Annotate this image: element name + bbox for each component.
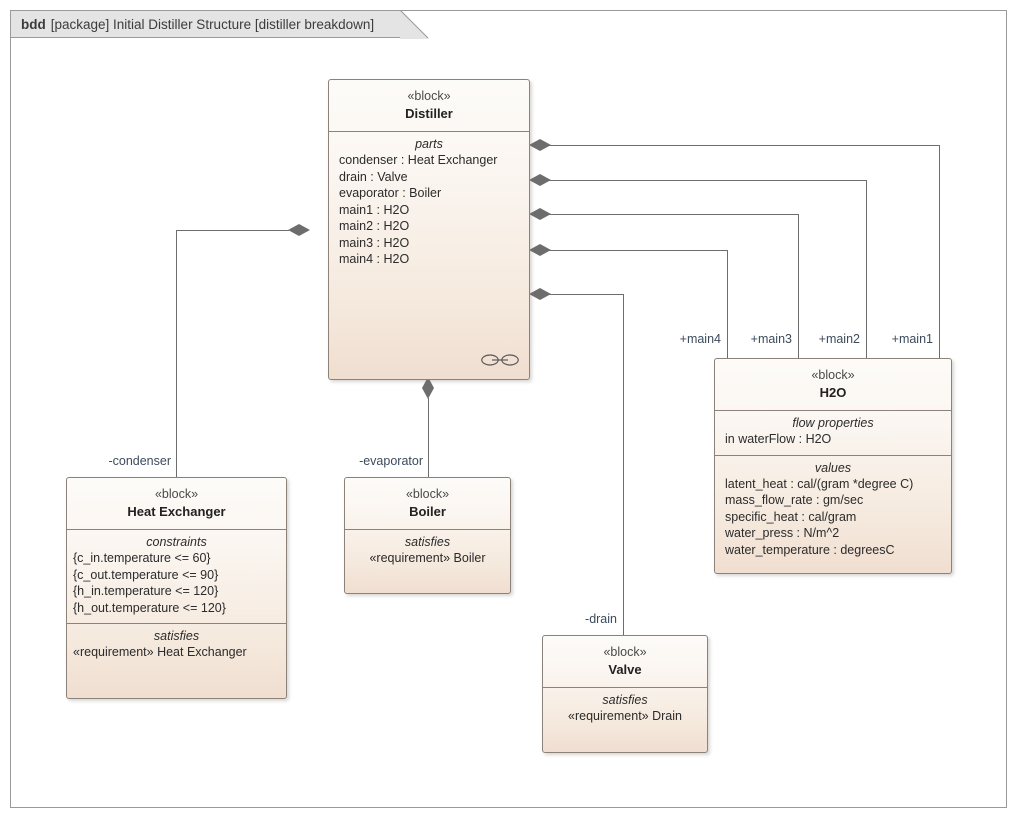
block-distiller[interactable]: «block» Distiller parts condenser : Heat… — [328, 79, 530, 380]
compartment-title: satisfies — [404, 535, 451, 550]
block-boiler-stereotype: «block» — [405, 487, 450, 501]
connector-main3-vertical — [798, 214, 799, 358]
flow-property-waterflow: in waterFlow : H2O — [725, 432, 832, 447]
part-evaporator: evaporator : Boiler — [339, 186, 442, 201]
compartment-title: flow properties — [792, 416, 874, 431]
block-boiler-name: Boiler — [409, 503, 446, 519]
value-latent-heat: latent_heat : cal/(gram *degree C) — [725, 476, 914, 491]
composition-diamond-main4 — [529, 244, 551, 256]
block-heat-exchanger-name: Heat Exchanger — [127, 503, 226, 519]
block-valve[interactable]: «block» Valve satisfies «requirement» Dr… — [542, 635, 708, 753]
interface-ball-and-socket-icon — [481, 354, 519, 366]
part-main3: main3 : H2O — [339, 235, 410, 250]
composition-diamond-main3 — [529, 208, 551, 220]
block-h2o-flow-properties-compartment: flow properties in waterFlow : H2O — [715, 411, 951, 456]
composition-diamond-drain — [529, 288, 551, 300]
block-valve-header: «block» Valve — [543, 636, 707, 689]
edge-label-main4: +main4 — [679, 332, 721, 346]
part-main2: main2 : H2O — [339, 219, 410, 234]
satisfies-requirement-drain: «requirement» Drain — [568, 709, 682, 724]
block-distiller-header: «block» Distiller — [329, 80, 529, 133]
block-heat-exchanger-header: «block» Heat Exchanger — [67, 478, 286, 531]
connector-condenser-horizontal — [176, 230, 289, 231]
compartment-title: satisfies — [602, 693, 648, 708]
value-mass-flow-rate: mass_flow_rate : gm/sec — [725, 493, 864, 508]
connector-main4-vertical — [727, 250, 728, 358]
constraint-c-out-temperature: {c_out.temperature <= 90} — [73, 567, 219, 582]
block-h2o[interactable]: «block» H2O flow properties in waterFlow… — [714, 358, 952, 574]
block-heat-exchanger[interactable]: «block» Heat Exchanger constraints {c_in… — [66, 477, 287, 699]
block-valve-satisfies-compartment: satisfies «requirement» Drain — [543, 688, 707, 732]
connector-drain-horizontal — [549, 294, 624, 295]
connector-main2-horizontal — [549, 180, 867, 181]
connector-main4-horizontal — [549, 250, 728, 251]
compartment-title: values — [814, 460, 852, 475]
block-h2o-values-compartment: values latent_heat : cal/(gram *degree C… — [715, 456, 951, 566]
edge-label-main2: +main2 — [818, 332, 860, 346]
edge-label-main1: +main1 — [891, 332, 933, 346]
edge-label-drain: -drain — [585, 612, 617, 626]
block-h2o-stereotype: «block» — [811, 368, 855, 382]
connector-main3-horizontal — [549, 214, 799, 215]
compartment-title: satisfies — [153, 629, 200, 644]
block-boiler-satisfies-compartment: satisfies «requirement» Boiler — [345, 530, 510, 574]
block-heat-exchanger-satisfies-compartment: satisfies «requirement» Heat Exchanger — [67, 624, 286, 668]
block-boiler-header: «block» Boiler — [345, 478, 510, 531]
compartment-title: parts — [415, 137, 443, 152]
compartment-title: constraints — [146, 535, 207, 550]
composition-diamond-main1 — [529, 139, 551, 151]
satisfies-requirement-heat-exchanger: «requirement» Heat Exchanger — [73, 645, 247, 660]
composition-diamond-evaporator — [422, 377, 434, 399]
edge-label-evaporator: -evaporator — [359, 454, 423, 468]
part-condenser: condenser : Heat Exchanger — [339, 153, 498, 168]
constraint-h-out-temperature: {h_out.temperature <= 120} — [73, 600, 226, 615]
value-water-press: water_press : N/m^2 — [725, 526, 840, 541]
value-specific-heat: specific_heat : cal/gram — [725, 509, 857, 524]
connector-main2-vertical — [866, 180, 867, 358]
block-h2o-name: H2O — [819, 384, 847, 400]
value-water-temperature: water_temperature : degreesC — [725, 542, 895, 557]
edge-label-main3: +main3 — [750, 332, 792, 346]
composition-diamond-condenser — [288, 224, 310, 236]
part-main1: main1 : H2O — [339, 202, 410, 217]
block-valve-name: Valve — [608, 661, 642, 677]
block-distiller-stereotype: «block» — [407, 89, 451, 103]
diagram-kind-label: bdd — [21, 16, 46, 32]
constraint-h-in-temperature: {h_in.temperature <= 120} — [73, 584, 219, 599]
block-distiller-parts-compartment: parts condenser : Heat Exchanger drain :… — [329, 132, 529, 275]
satisfies-requirement-boiler: «requirement» Boiler — [369, 551, 486, 566]
part-drain: drain : Valve — [339, 169, 408, 184]
edge-label-condenser: -condenser — [108, 454, 171, 468]
part-main4: main4 : H2O — [339, 252, 410, 267]
block-h2o-header: «block» H2O — [715, 359, 951, 412]
block-boiler[interactable]: «block» Boiler satisfies «requirement» B… — [344, 477, 511, 594]
block-heat-exchanger-stereotype: «block» — [154, 487, 199, 501]
connector-evaporator-vertical — [428, 398, 429, 477]
constraint-c-in-temperature: {c_in.temperature <= 60} — [73, 551, 211, 566]
diagram-frame-header: bdd [package] Initial Distiller Structur… — [11, 11, 401, 38]
connector-condenser-vertical — [176, 230, 177, 477]
composition-diamond-main2 — [529, 174, 551, 186]
connector-drain-vertical — [623, 294, 624, 635]
block-heat-exchanger-constraints-compartment: constraints {c_in.temperature <= 60} {c_… — [67, 530, 286, 625]
diagram-scope-label: [package] Initial Distiller Structure [d… — [50, 16, 375, 32]
connector-main1-horizontal — [549, 145, 940, 146]
block-distiller-name: Distiller — [405, 105, 453, 121]
block-valve-stereotype: «block» — [603, 645, 647, 659]
connector-main1-vertical — [939, 145, 940, 358]
